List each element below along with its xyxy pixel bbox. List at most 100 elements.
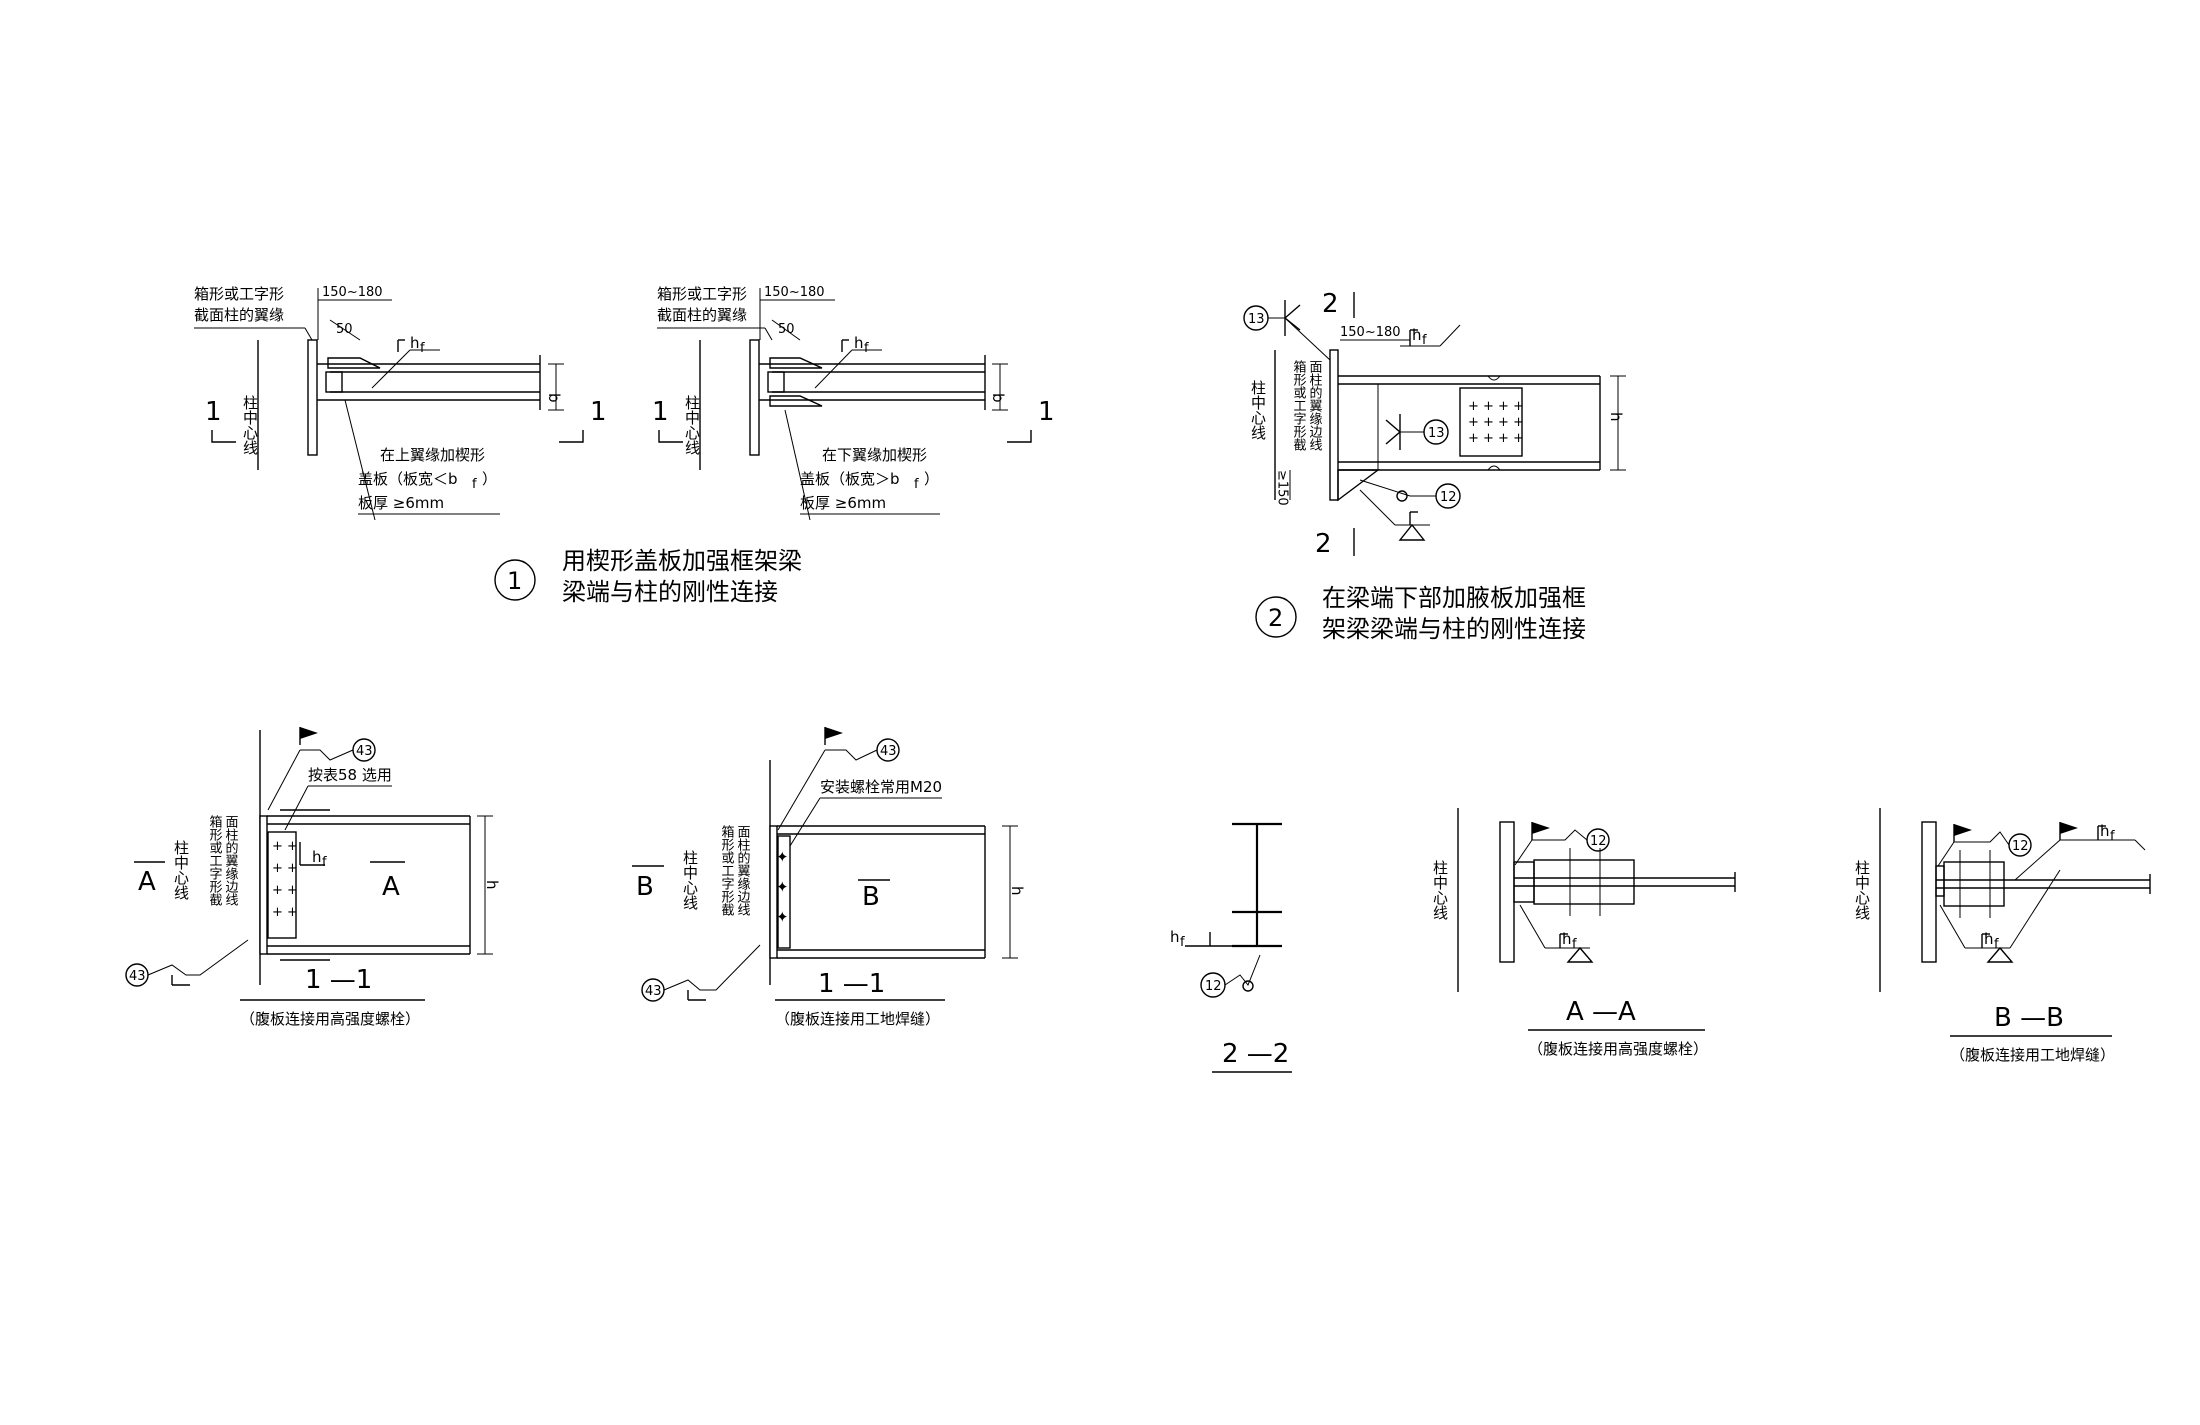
- hf-sub-22: f: [1180, 935, 1185, 950]
- col-center-label-s1a: 柱中心线: [172, 840, 190, 900]
- hf-label-22: h: [1170, 928, 1180, 946]
- hf-label-AA: h: [1562, 930, 1572, 948]
- column-flange: [1329, 349, 1339, 501]
- callout-12-AA: 12: [1590, 834, 1607, 849]
- note-1a-3: 板厚 ≥6mm: [358, 494, 444, 512]
- section-mark-1-left-b: 1: [652, 397, 669, 427]
- hf-sub-BB-top: f: [2110, 829, 2115, 844]
- detail2-number: 2: [1268, 604, 1283, 632]
- section-1-1-caption-a: （腹板连接用高强度螺栓）: [240, 1010, 420, 1028]
- detail1-left: 箱形或工字形 截面柱的翼缘 150~180 50 柱中心线 h f: [194, 285, 607, 521]
- column-flange: [769, 825, 778, 959]
- detail2-title-line1: 在梁端下部加腋板加强框: [1322, 584, 1586, 612]
- detail1-title-line2: 梁端与柱的刚性连接: [562, 578, 778, 606]
- note-1b-close: ）: [924, 470, 939, 488]
- section-2-2-title: 2 —2: [1222, 1039, 1289, 1069]
- svg-text:+ +: + +: [272, 905, 298, 920]
- col-center-label-s1b: 柱中心线: [681, 850, 699, 910]
- col-center-label-1b: 柱中心线: [683, 395, 701, 455]
- section-1-1-title-b: 1 —1: [818, 969, 885, 999]
- svg-text:+ + + +: + + + +: [1468, 415, 1524, 430]
- section-B-B: 柱中心线 12 h f h f B —B （腹板连接用工地焊缝）: [1853, 808, 2151, 1064]
- section-mark-A-left: A: [138, 867, 156, 897]
- col-flange-label-2: 截面柱的翼缘: [194, 306, 284, 324]
- detail2: 2 2 13 150~180 h f 柱中心线 箱形或工字形截 面柱的翼缘边线: [1243, 289, 1626, 559]
- hf-label-1b: h: [854, 334, 864, 352]
- section-mark-A-right: A: [382, 872, 400, 902]
- hf-label-BB-top: h: [2100, 822, 2110, 840]
- bf-label-1a: b: [545, 393, 563, 403]
- col-flange-label-3: 箱形或工字形: [657, 285, 747, 303]
- hf-label-2: h: [1412, 326, 1422, 344]
- callout-12-BB: 12: [2012, 839, 2029, 854]
- column-flange: [1499, 821, 1515, 963]
- section-mark-2-top: 2: [1322, 289, 1339, 319]
- section-mark-1-left: 1: [205, 397, 222, 427]
- detail2-title-line2: 架梁梁端与柱的刚性连接: [1322, 615, 1586, 643]
- note-1b-2: 盖板（板宽＞b: [800, 470, 900, 488]
- column-flange: [259, 815, 268, 955]
- dim-150-180-b: 150~180: [764, 285, 825, 300]
- hf-sub-BB: f: [1994, 937, 1999, 952]
- section-mark-2-bottom: 2: [1315, 529, 1332, 559]
- note-1a-2: 盖板（板宽＜b: [358, 470, 458, 488]
- callout-43-b-top: 43: [880, 744, 897, 759]
- dim-50-a: 50: [336, 322, 353, 337]
- dim-ge150: ≥150: [1275, 470, 1290, 506]
- col-center-label-BB: 柱中心线: [1853, 860, 1871, 920]
- bf-label-1b: b: [989, 393, 1007, 403]
- svg-text:✦: ✦: [776, 908, 789, 926]
- section-A-A-title: A —A: [1566, 997, 1636, 1027]
- section-1-1-title-a: 1 —1: [305, 965, 372, 995]
- dim-150-180-c: 150~180: [1340, 325, 1401, 340]
- callout-12-22: 12: [1205, 979, 1222, 994]
- note-m20: 安装螺栓常用M20: [820, 778, 942, 796]
- hf-sub-1a: f: [420, 341, 425, 356]
- note-1a-sub: f: [472, 477, 477, 492]
- note-1b-3: 板厚 ≥6mm: [800, 494, 886, 512]
- note-1a-close: ）: [482, 470, 497, 488]
- col-center-label-2: 柱中心线: [1249, 380, 1267, 440]
- hf-sub-2: f: [1422, 333, 1427, 348]
- callout-13-top: 13: [1248, 312, 1265, 327]
- hf-sub-AA: f: [1572, 937, 1577, 952]
- svg-text:✦: ✦: [776, 848, 789, 866]
- detail1-title: 1 用楔形盖板加强框架梁 梁端与柱的刚性连接: [494, 547, 802, 606]
- detail2-title: 2 在梁端下部加腋板加强框 架梁梁端与柱的刚性连接: [1255, 584, 1586, 643]
- svg-text:+ +: + +: [272, 861, 298, 876]
- section-1-1-caption-b: （腹板连接用工地焊缝）: [775, 1010, 940, 1028]
- col-flange-label-1: 箱形或工字形: [194, 285, 284, 303]
- hb-label-s1a: h: [483, 880, 501, 890]
- col-flange-vert-2b: 面柱的翼缘边线: [1307, 360, 1323, 451]
- callout-43-a-bot: 43: [129, 969, 146, 984]
- callout-13-inner: 13: [1428, 426, 1445, 441]
- hb-label-2: h: [1607, 412, 1625, 422]
- section-A-A: 柱中心线 12 h f A —A （腹板连接用高强度螺栓）: [1431, 808, 1736, 1058]
- dim-50-b: 50: [778, 322, 795, 337]
- section-mark-1-right-b: 1: [1038, 397, 1055, 427]
- hf-label-1a: h: [410, 334, 420, 352]
- detail1-number: 1: [507, 567, 522, 595]
- section-2-2: h f 12 2 —2: [1170, 822, 1292, 1073]
- column-flange: [1921, 821, 1937, 963]
- callout-43-b-bot: 43: [645, 984, 662, 999]
- note-1b-sub: f: [914, 477, 919, 492]
- col-flange-vert-s1a-1: 箱形或工字形截: [207, 814, 223, 906]
- section-1-1-bolts: 43 按表58 选用 柱中心线 箱形或工字形截 面柱的翼缘边线 + + + + …: [125, 726, 501, 1028]
- section-mark-B-left: B: [636, 872, 654, 902]
- hf-sub-1b: f: [864, 341, 869, 356]
- col-center-label-AA: 柱中心线: [1431, 860, 1449, 920]
- svg-text:✦: ✦: [776, 878, 789, 896]
- svg-text:+ +: + +: [272, 883, 298, 898]
- callout-12-d2: 12: [1440, 490, 1457, 505]
- section-1-1-welds: 43 安装螺栓常用M20 柱中心线 箱形或工字形截 面柱的翼缘边线 ✦ ✦ ✦ …: [632, 726, 1026, 1028]
- col-flange-vert-s1a-2: 面柱的翼缘边线: [223, 815, 239, 906]
- col-flange-vert-2a: 箱形或工字形截: [1291, 359, 1307, 451]
- svg-text:+ + + +: + + + +: [1468, 399, 1524, 414]
- hf-label-BB: h: [1984, 930, 1994, 948]
- note-1a-1: 在上翼缘加楔形: [380, 446, 485, 464]
- note-58: 按表58 选用: [308, 766, 392, 784]
- col-flange-label-4: 截面柱的翼缘: [657, 306, 747, 324]
- column-flange: [749, 339, 760, 456]
- col-center-label-1a: 柱中心线: [241, 395, 259, 455]
